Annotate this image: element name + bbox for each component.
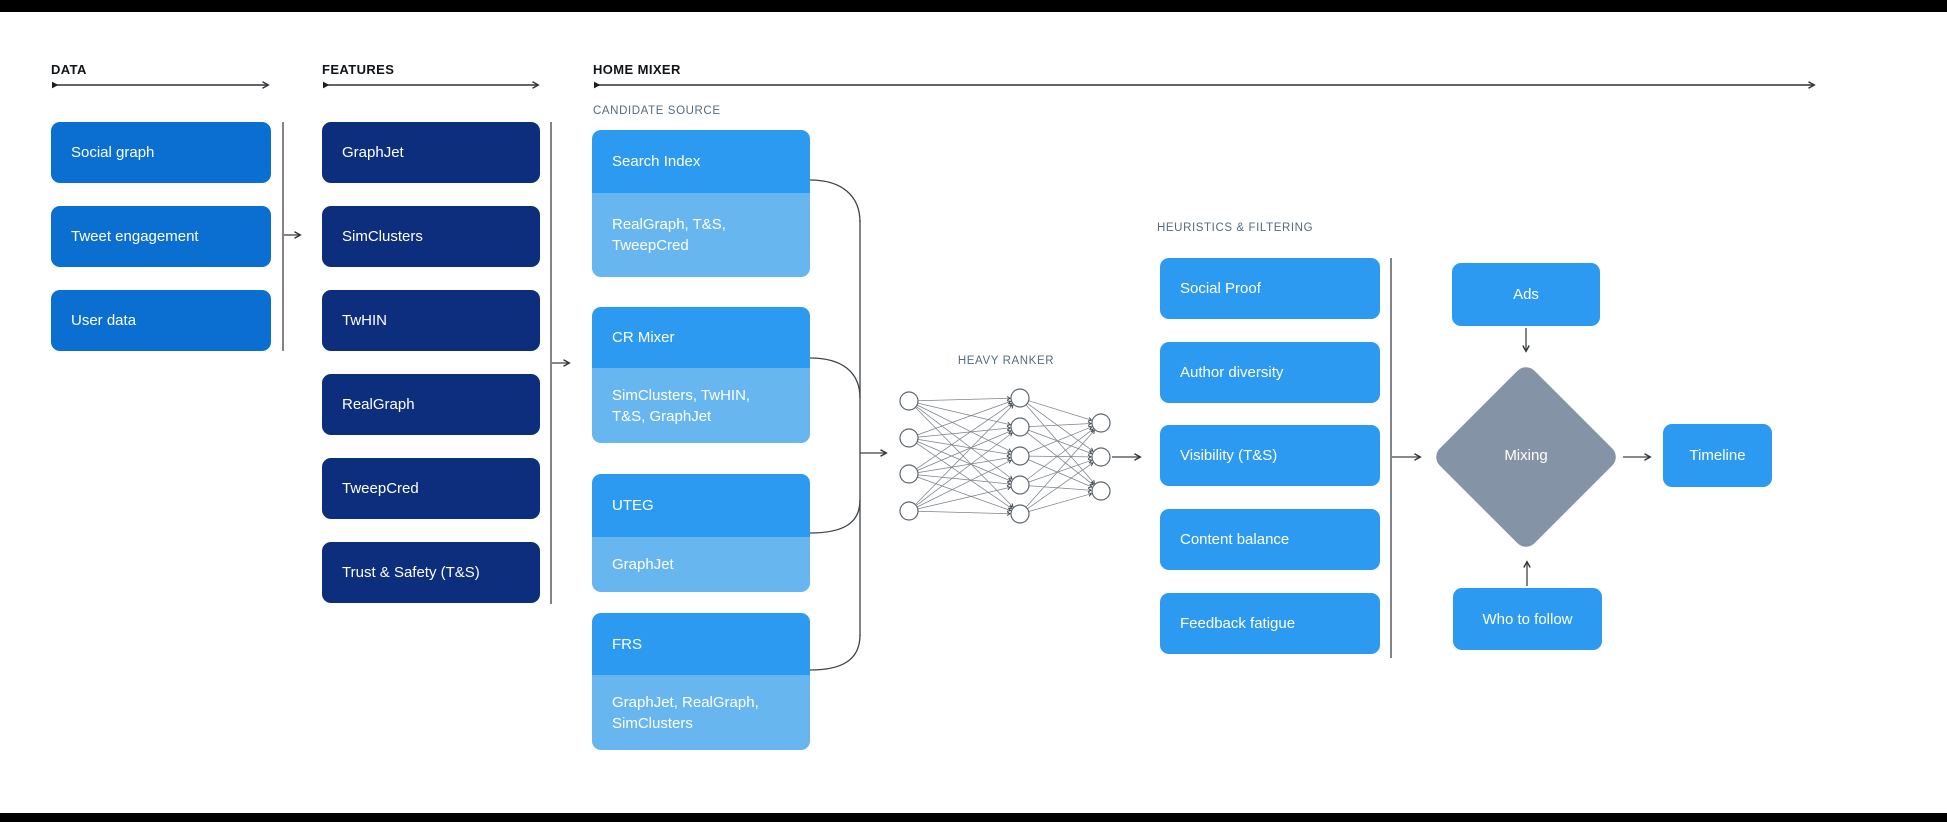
neural-network-node — [1010, 475, 1030, 495]
heuristics-filtering-label: HEURISTICS & FILTERING — [1157, 222, 1314, 234]
feature-box-graphjet: GraphJet — [322, 122, 540, 183]
feature-box-tweepcred: TweepCred — [322, 458, 540, 519]
neural-network-node — [899, 501, 919, 521]
candidate-subtitle: RealGraph, T&S, TweepCred — [592, 193, 810, 277]
heuristic-box-content-balance: Content balance — [1160, 509, 1380, 570]
top-black-bar — [0, 0, 1947, 12]
neural-network-node — [1010, 504, 1030, 524]
feature-box-simclusters: SimClusters — [322, 206, 540, 267]
who-to-follow-box: Who to follow — [1453, 588, 1602, 650]
timeline-box: Timeline — [1663, 424, 1772, 487]
heuristic-box-social-proof: Social Proof — [1160, 258, 1380, 319]
neural-network-node — [1010, 388, 1030, 408]
data-box-user-data: User data — [51, 290, 271, 351]
neural-network-node — [1091, 481, 1111, 501]
data-box-social-graph: Social graph — [51, 122, 271, 183]
ads-box: Ads — [1452, 263, 1600, 326]
section-header-features: FEATURES — [322, 62, 395, 77]
section-header-data: DATA — [51, 62, 87, 77]
candidate-title: CR Mixer — [592, 307, 810, 368]
heavy-ranker-label: HEAVY RANKER — [957, 355, 1055, 367]
feature-box-twhin: TwHIN — [322, 290, 540, 351]
heuristic-box-feedback-fatigue: Feedback fatigue — [1160, 593, 1380, 654]
heuristic-box-author-diversity: Author diversity — [1160, 342, 1380, 403]
feature-box-trust-safety: Trust & Safety (T&S) — [322, 542, 540, 603]
candidate-title: UTEG — [592, 474, 810, 537]
bottom-black-bar — [0, 813, 1947, 822]
candidate-subtitle: SimClusters, TwHIN, T&S, GraphJet — [592, 368, 810, 443]
section-header-home-mixer: HOME MIXER — [593, 62, 681, 77]
candidate-title: Search Index — [592, 130, 810, 193]
neural-network-node — [1010, 417, 1030, 437]
neural-network-node — [899, 428, 919, 448]
candidate-box-cr-mixer: CR Mixer SimClusters, TwHIN, T&S, GraphJ… — [592, 307, 810, 443]
candidate-subtitle: GraphJet — [592, 537, 810, 592]
feature-box-realgraph: RealGraph — [322, 374, 540, 435]
candidate-title: FRS — [592, 613, 810, 675]
candidate-subtitle: GraphJet, RealGraph, SimClusters — [592, 675, 810, 750]
mixing-diamond-label: Mixing — [1504, 447, 1548, 464]
neural-network-node — [1091, 413, 1111, 433]
heuristic-box-visibility: Visibility (T&S) — [1160, 425, 1380, 486]
heavy-ranker-network — [899, 388, 1111, 524]
neural-network-node — [1091, 447, 1111, 467]
neural-network-node — [899, 391, 919, 411]
candidate-box-frs: FRS GraphJet, RealGraph, SimClusters — [592, 613, 810, 750]
neural-network-node — [1010, 446, 1030, 466]
candidate-box-uteg: UTEG GraphJet — [592, 474, 810, 592]
data-box-tweet-engagement: Tweet engagement — [51, 206, 271, 267]
candidate-source-label: CANDIDATE SOURCE — [593, 105, 721, 117]
candidate-box-search-index: Search Index RealGraph, T&S, TweepCred — [592, 130, 810, 277]
neural-network-node — [899, 464, 919, 484]
